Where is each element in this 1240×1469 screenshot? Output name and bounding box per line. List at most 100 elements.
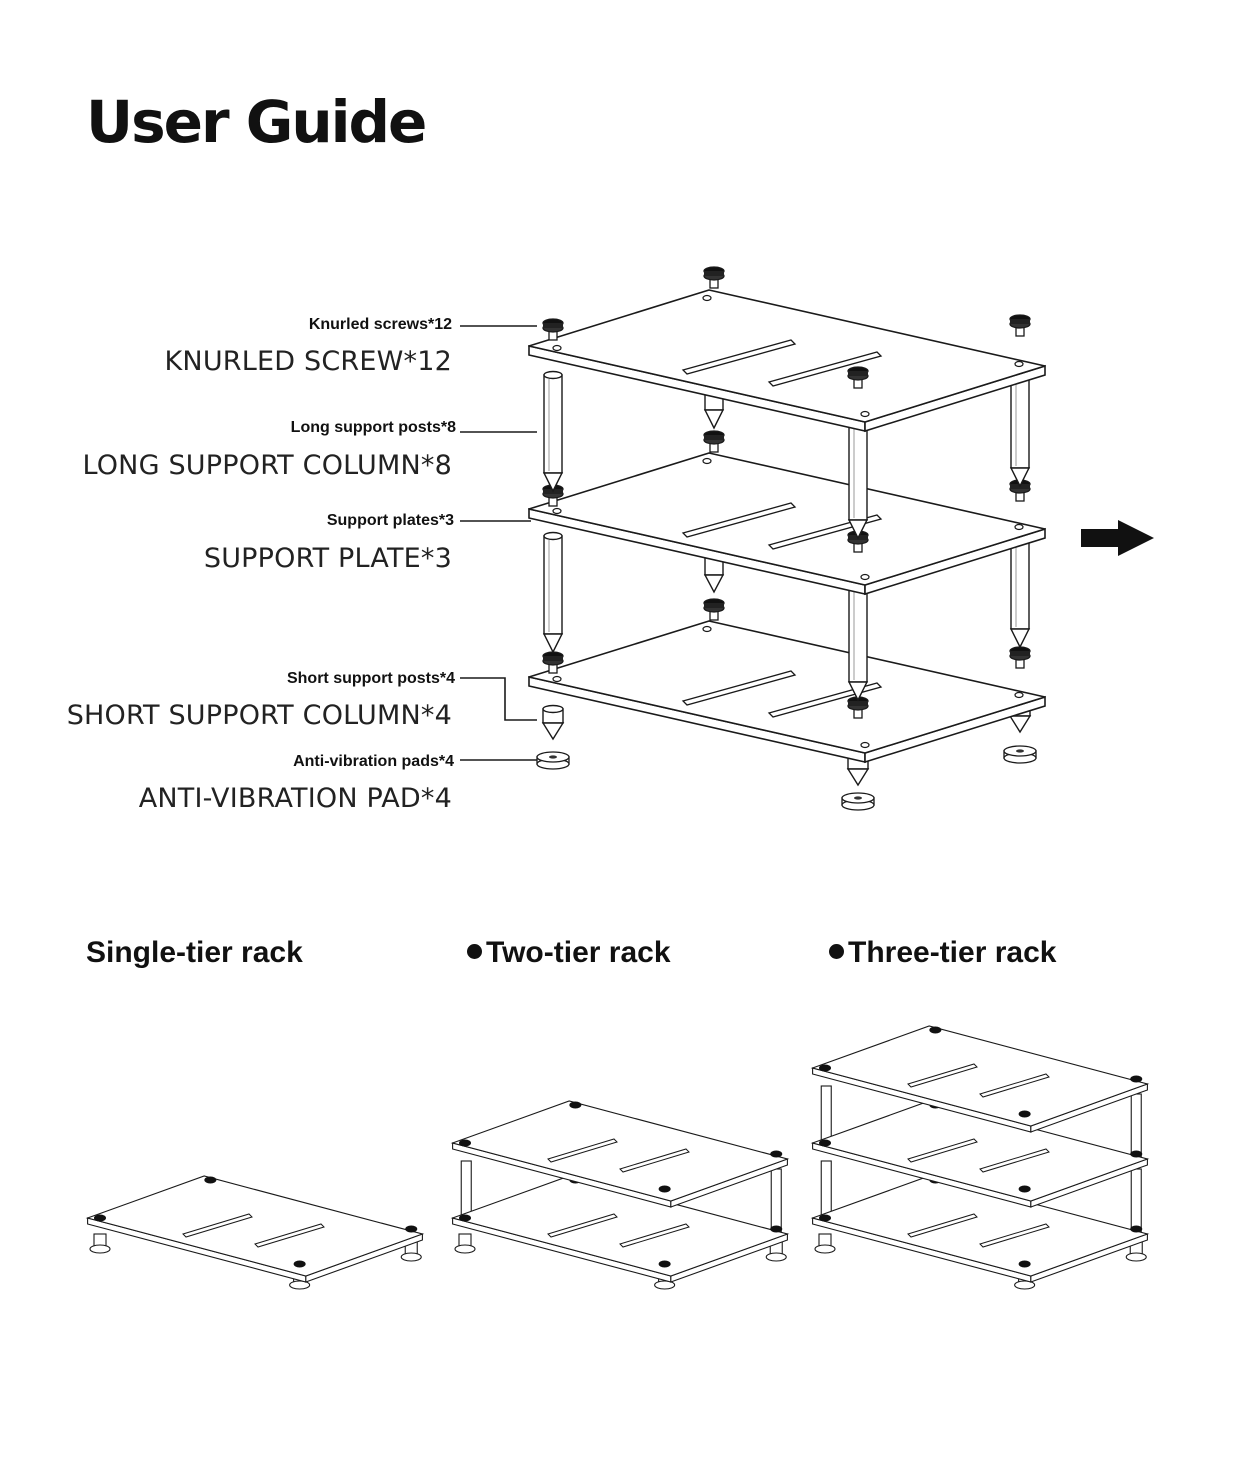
small-screw [819, 1139, 831, 1147]
plate-hole [702, 294, 712, 302]
small-screw [658, 1260, 671, 1268]
post-tip [703, 409, 725, 430]
small-pad [1014, 1280, 1036, 1290]
plate-hole [702, 625, 712, 633]
screw-knurl [848, 371, 868, 376]
small-screw [1130, 1075, 1143, 1083]
post-body [543, 374, 563, 474]
small-plate [810, 1100, 1150, 1208]
small-post [1130, 1168, 1142, 1233]
label-long-support-posts: Long support posts*8 [290, 419, 456, 436]
small-screw [1130, 1150, 1143, 1158]
small-pad [1125, 1252, 1147, 1262]
short-post-top [542, 704, 564, 714]
plate-hole [552, 675, 562, 683]
leader-line [460, 677, 537, 721]
small-screw [94, 1214, 106, 1222]
small-pad [400, 1252, 422, 1262]
plate-hole [1014, 691, 1024, 699]
small-plate [450, 1175, 790, 1283]
small-screw [819, 1064, 831, 1072]
config-heading-two: Two-tier rack [467, 936, 671, 970]
plate-slot [182, 1213, 253, 1238]
label-knurled-screws: Knurled screws*12 [308, 316, 452, 333]
screw-knurl [543, 323, 563, 328]
config-heading-three: Three-tier rack [829, 936, 1056, 970]
label-anti-vibration-pad-caps: ANTI-VIBRATION PAD*4 [138, 783, 452, 814]
small-screw [1130, 1225, 1143, 1233]
plate-top [810, 1175, 1150, 1277]
plate-slot [619, 1148, 690, 1173]
small-pad [814, 1244, 836, 1254]
plate-top [810, 1025, 1150, 1127]
plate-top [810, 1100, 1150, 1202]
small-plate [810, 1025, 1150, 1133]
post-tip [1009, 628, 1031, 649]
post-body [848, 421, 868, 521]
label-short-support-posts: Short support posts*4 [286, 670, 455, 687]
label-anti-vibration-pads: Anti-vibration pads*4 [293, 753, 454, 770]
small-pad [289, 1280, 311, 1290]
bullet-icon [467, 944, 482, 959]
post-tip [703, 574, 725, 594]
small-plate [450, 1100, 790, 1208]
post-body [848, 583, 868, 683]
small-screw [658, 1185, 671, 1193]
rack-config-2 [450, 1100, 790, 1290]
plate-top [450, 1100, 790, 1202]
label-long-support-column-caps: LONG SUPPORT COLUMN*8 [82, 450, 452, 481]
bullet-icon [829, 944, 844, 959]
small-screw [1018, 1185, 1031, 1193]
pad-hole [854, 796, 862, 800]
plate-hole [552, 507, 562, 515]
plate-slot [619, 1223, 690, 1248]
label-support-plate-caps: SUPPORT PLATE*3 [203, 543, 452, 574]
plate-slot [767, 351, 883, 387]
screw-knurl [543, 656, 563, 661]
post-tip [542, 633, 564, 654]
plate-hole [860, 741, 870, 749]
plate-hole [860, 573, 870, 581]
small-screw [293, 1260, 306, 1268]
screw-knurl [848, 701, 868, 706]
plate-slot [979, 1223, 1050, 1248]
plate-slot [907, 1213, 978, 1238]
small-screw [569, 1101, 582, 1109]
plate-slot [547, 1138, 618, 1163]
post-tip [847, 519, 869, 540]
small-screw [770, 1150, 783, 1158]
screw-knurl [1010, 319, 1030, 324]
plate-top [85, 1175, 425, 1277]
small-pad [654, 1280, 676, 1290]
small-screw [459, 1139, 471, 1147]
screw-knurl [704, 603, 724, 608]
plate-hole [1014, 523, 1024, 531]
plate-hole [860, 410, 870, 418]
small-pad [454, 1244, 476, 1254]
post-tip [542, 472, 564, 493]
plate-top [450, 1175, 790, 1277]
small-screw [929, 1026, 942, 1034]
short-post-tip [1008, 715, 1032, 734]
small-screw [405, 1225, 418, 1233]
plate-top [528, 620, 1046, 754]
small-screw [1018, 1260, 1031, 1268]
plate-slot [547, 1213, 618, 1238]
post-tip [1009, 467, 1031, 488]
plate-top [528, 452, 1046, 586]
plate-slot [979, 1148, 1050, 1173]
small-post [770, 1168, 782, 1233]
plate-top [528, 289, 1046, 423]
plate-hole [1014, 360, 1024, 368]
plate-hole [702, 457, 712, 465]
short-post-tip [541, 722, 565, 741]
plate-slot [907, 1138, 978, 1163]
arrow-right-icon [1081, 520, 1154, 556]
screw-knurl [1010, 651, 1030, 656]
screw-knurl [704, 435, 724, 440]
small-post [1130, 1093, 1142, 1158]
small-screw [770, 1225, 783, 1233]
small-pad [765, 1252, 787, 1262]
plate-slot [979, 1073, 1050, 1098]
post-top [543, 531, 563, 541]
